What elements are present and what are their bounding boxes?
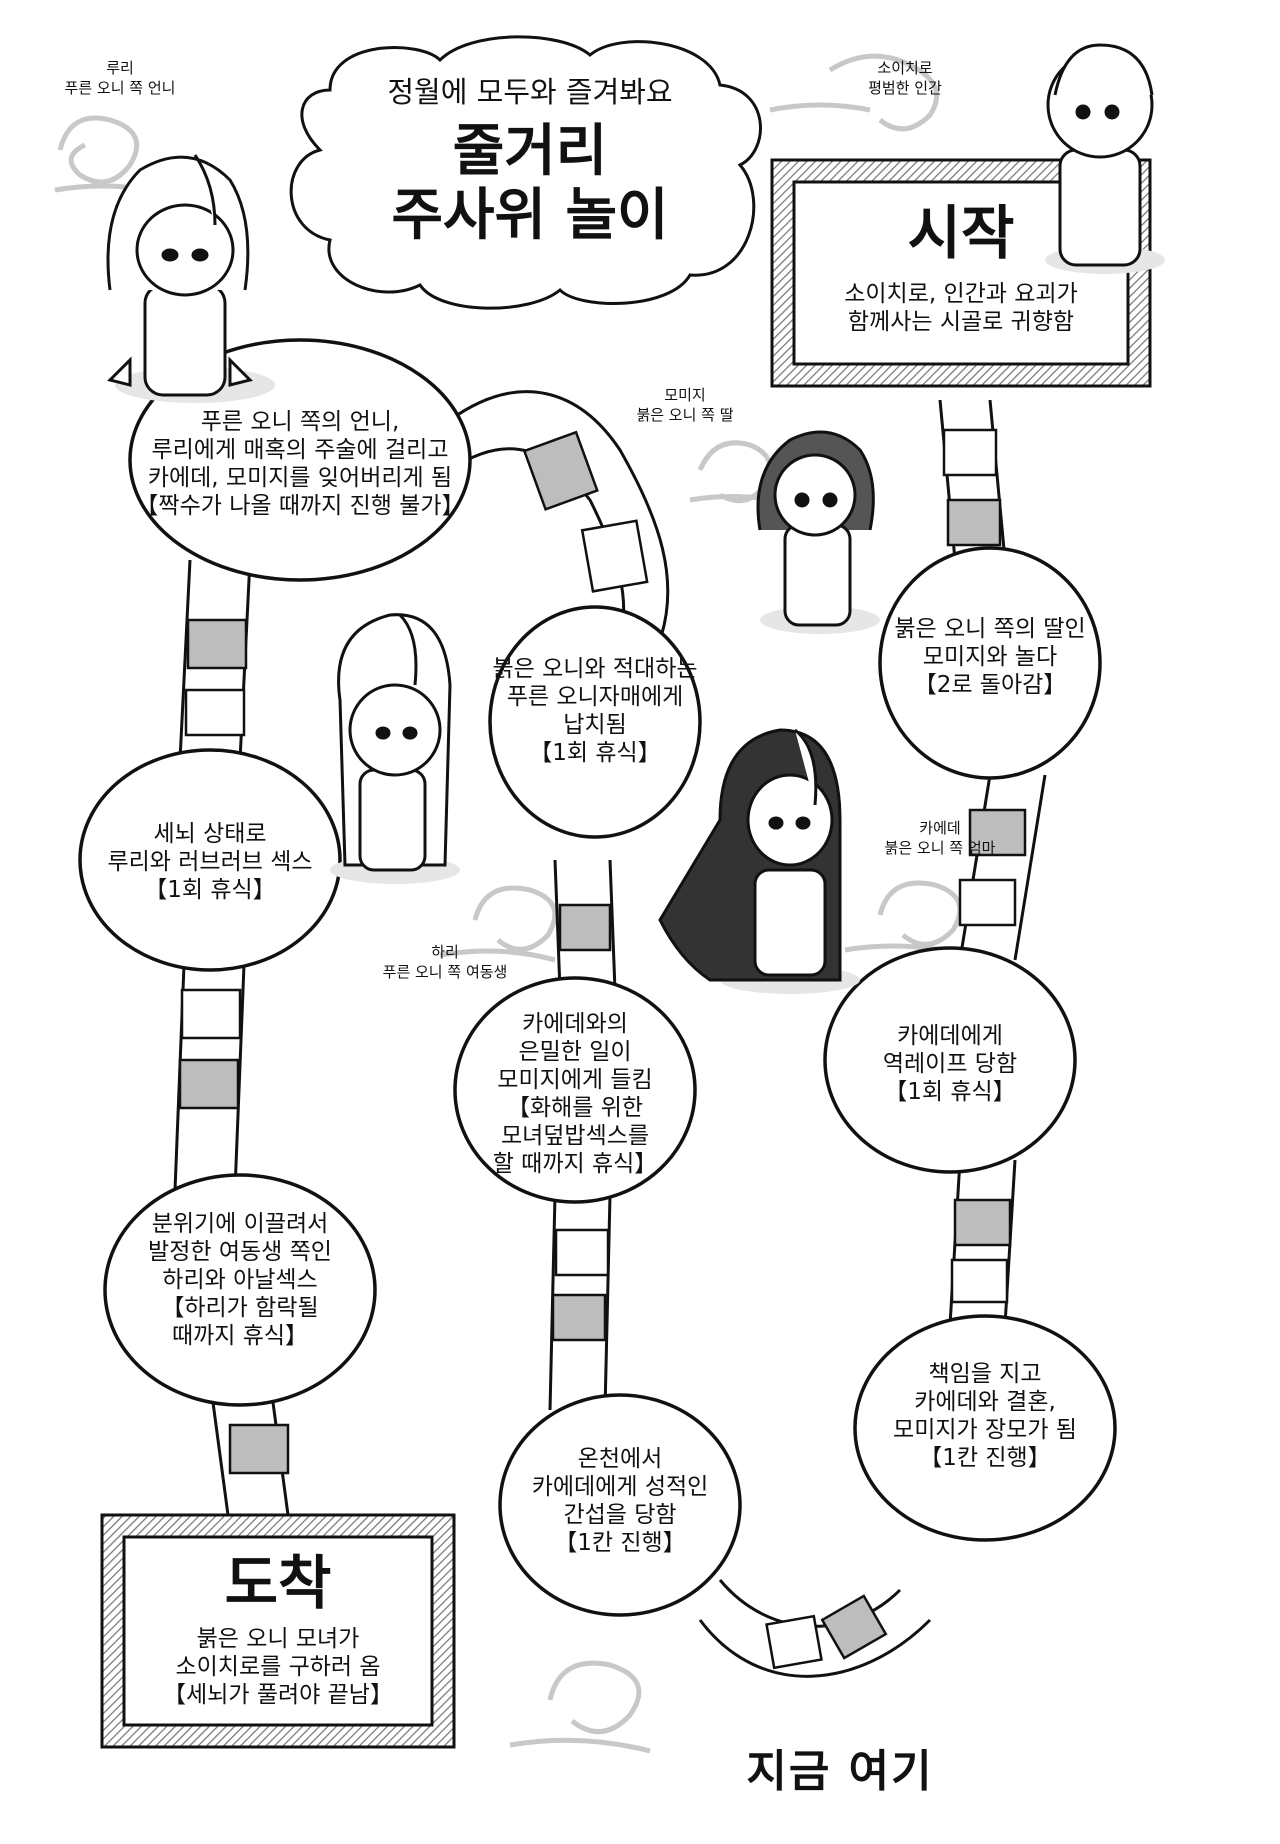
character-figures <box>106 43 1165 994</box>
start-heading: 시작 <box>907 199 1015 267</box>
cell-5-text: 카에데와의 은밀한 일이 모미지에게 들킴 【화해를 위한 모녀덮밥섹스를 할 … <box>492 1011 658 1178</box>
cell-1-text: 붉은 오니 쪽의 딸인 모미지와 놀다 【2로 돌아감】 <box>894 616 1086 699</box>
ruri-label: 루리 푸른 오니 쪽 언니 <box>64 59 176 98</box>
ruri-figure <box>106 154 275 403</box>
cell-1 <box>878 546 1102 780</box>
title-cloud <box>289 35 762 310</box>
momiji-figure <box>756 430 880 634</box>
cell-6-text: 카에데에게 역레이프 당함 【1회 휴식】 <box>882 1023 1018 1106</box>
cell-3-text: 푸른 오니 쪽의 언니, 루리에게 매혹의 주술에 걸리고 카에데, 모미지를 … <box>135 409 465 520</box>
cell-9 <box>498 1393 742 1617</box>
soichiro-figure <box>1045 43 1165 274</box>
hari-figure <box>330 613 460 884</box>
path-tiles <box>178 428 1027 1670</box>
title-subheading: 정월에 모두와 즐겨봐요 <box>387 75 673 109</box>
goal-text: 붉은 오니 모녀가 소이치로를 구하러 옴 【세뇌가 풀려야 끝남】 <box>163 1626 393 1709</box>
cell-7-text: 분위기에 이끌려서 발정한 여동생 쪽인 하리와 아날섹스 【하리가 함락될 때… <box>148 1211 332 1350</box>
here-marker-text: 지금 여기 <box>746 1746 934 1797</box>
goal-box <box>100 1513 456 1749</box>
cell-2 <box>488 605 702 839</box>
cell-9-text: 온천에서 카에데에게 성적인 간섭을 당함 【1칸 진행】 <box>531 1446 709 1557</box>
kaede-figure <box>658 728 860 994</box>
start-text: 소이치로, 인간과 요괴가 함께사는 시골로 귀향함 <box>844 281 1078 336</box>
soichiro-label: 소이치로 평범한 인간 <box>868 59 942 98</box>
kaede-label: 카에데 붉은 오니 쪽 엄마 <box>884 819 996 858</box>
cell-4-text: 세뇌 상태로 루리와 러브러브 섹스 【1회 휴식】 <box>107 821 313 904</box>
cell-2-text: 붉은 오니와 적대하는 푸른 오니자매에게 납치됨 【1회 휴식】 <box>492 656 698 767</box>
swirl-decorations <box>54 53 966 1754</box>
board-cells <box>78 338 1117 1617</box>
cell-4 <box>78 748 342 972</box>
momiji-label: 모미지 붉은 오니 쪽 딸 <box>636 386 734 425</box>
cell-6 <box>823 946 1077 1174</box>
cell-8 <box>853 1314 1117 1542</box>
cell-7 <box>103 1173 377 1407</box>
cell-8-text: 책임을 지고 카에데와 결혼, 모미지가 장모가 됨 【1칸 진행】 <box>893 1361 1077 1472</box>
title-heading: 줄거리 주사위 놀이 <box>391 119 669 249</box>
cell-5 <box>453 976 697 1204</box>
hari-label: 하리 푸른 오니 쪽 여동생 <box>382 943 508 982</box>
goal-heading: 도착 <box>224 1549 332 1617</box>
